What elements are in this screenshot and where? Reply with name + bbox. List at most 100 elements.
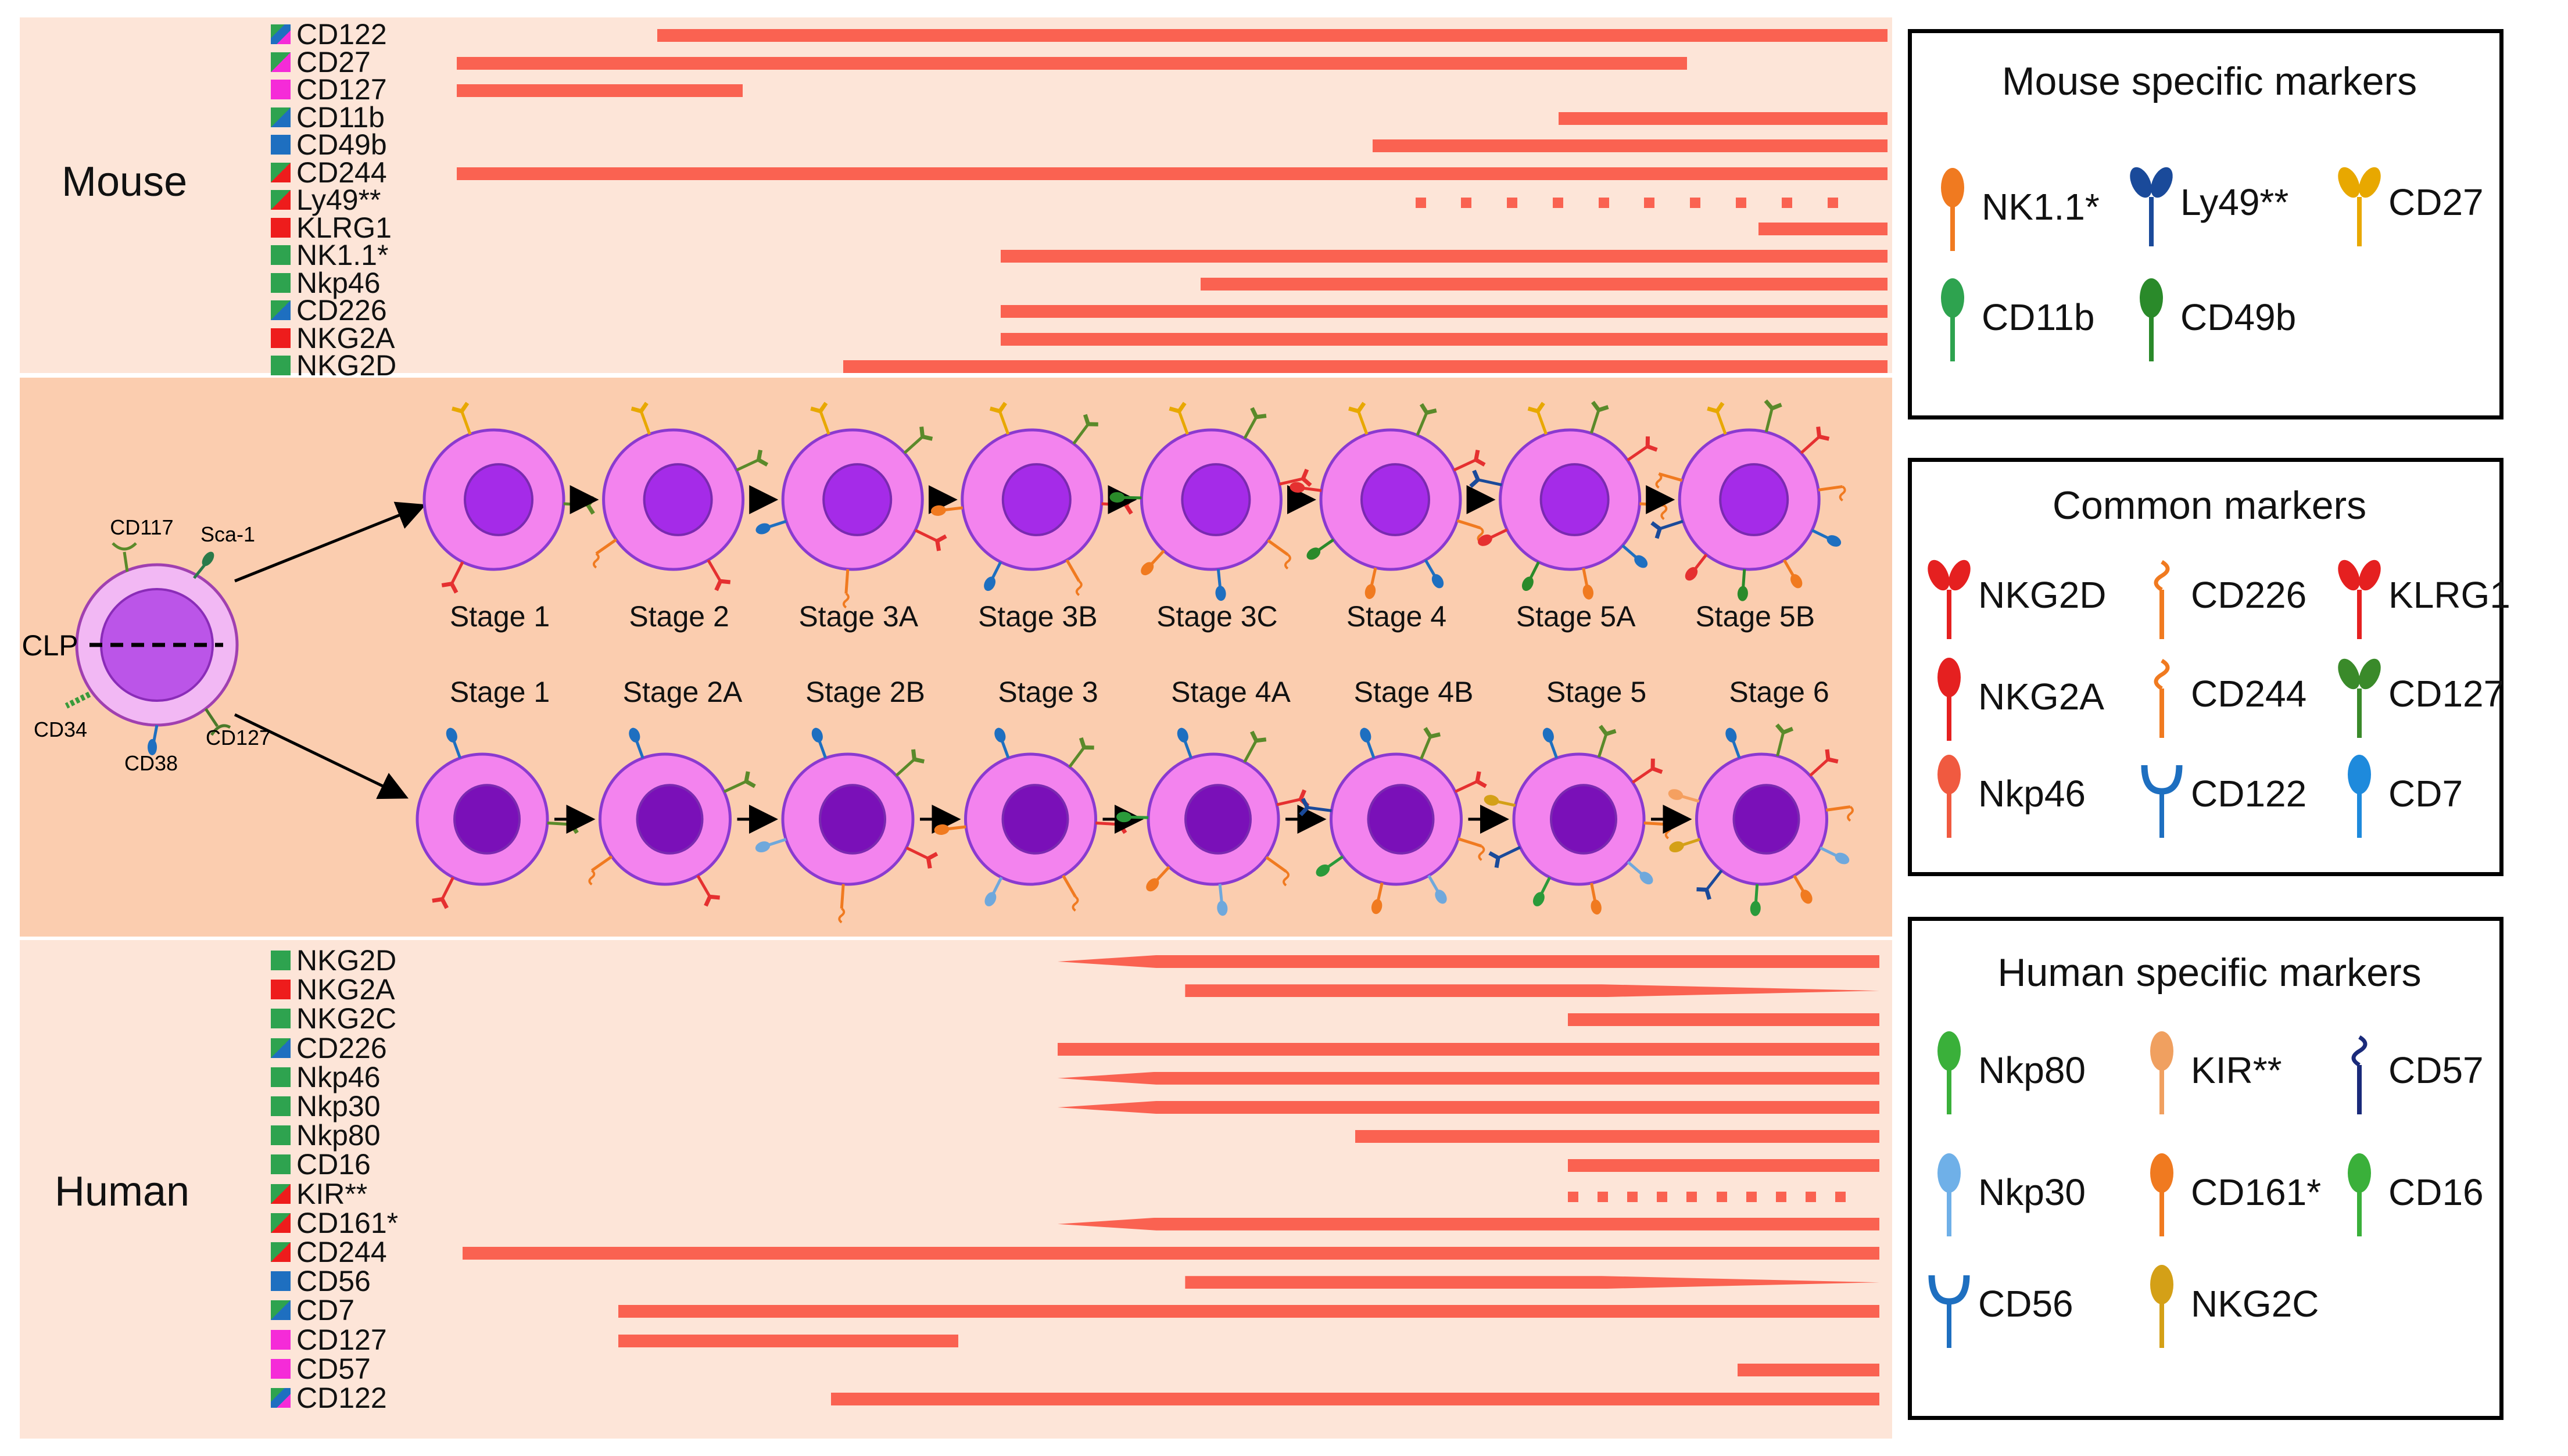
mouse-marker-color-swatch: [271, 162, 291, 182]
human-branch-arrow: [234, 713, 409, 799]
human-surface-marker-icon: [1488, 846, 1521, 868]
human-surface-marker-icon: [1793, 874, 1813, 904]
mouse-branch-arrow: [234, 501, 427, 583]
mouse-surface-marker-icon: [1416, 403, 1437, 436]
human-stage-label: Stage 6: [1729, 676, 1829, 708]
mouse-marker-color-swatch: [271, 52, 291, 72]
human-surface-marker-icon: [934, 824, 966, 835]
mouse-surface-marker-icon: [1109, 492, 1142, 503]
mouse-expression-bar: [1000, 250, 1888, 263]
nkp80-icon: [1937, 1031, 1961, 1114]
kir-icon: [2150, 1031, 2173, 1114]
human-surface-marker-icon: [1820, 846, 1850, 865]
human-marker-label: CD56: [296, 1265, 371, 1298]
cd11b-icon: [1941, 278, 1964, 361]
human-cell-row: [416, 723, 1854, 924]
mouse-surface-marker-icon: [1072, 414, 1098, 445]
human-marker-label: CD161*: [296, 1206, 399, 1239]
mouse-marker-color-swatch: [271, 217, 291, 238]
human-bar-dot: [1806, 1191, 1817, 1202]
human-surface-marker-icon: [984, 876, 1003, 906]
mouse-marker-color-swatch: [271, 272, 291, 293]
human-marker-row: CD226: [20, 1031, 1892, 1064]
human-surface-marker-icon: [696, 874, 720, 907]
human-surface-marker-icon: [629, 727, 644, 759]
mouse-nk-cell: [1469, 400, 1668, 600]
human-marker-color-swatch: [271, 1242, 291, 1262]
mouse-expression-bar: [457, 84, 743, 97]
human-surface-marker-icon: [1371, 882, 1384, 915]
human-surface-marker-icon: [1597, 725, 1617, 758]
human-marker-label: CD7: [296, 1294, 355, 1327]
human-marker-label: CD57: [296, 1352, 371, 1385]
mouse-expression-bar: [843, 360, 1888, 373]
human-marker-color-swatch: [271, 1271, 291, 1292]
human-surface-marker-icon: [1420, 727, 1441, 760]
human-marker-row: Nkp46: [20, 1063, 1892, 1092]
mouse-marker-color-swatch: [271, 107, 291, 127]
mouse-stage-label: Stage 4: [1346, 600, 1447, 633]
mouse-marker-label: CD244: [296, 156, 387, 189]
mouse-surface-marker-icon: [1621, 544, 1648, 568]
mouse-stage-label: Stage 5A: [1516, 600, 1636, 633]
human-marker-row: NKG2D: [20, 946, 1892, 975]
mouse-marker-label: KLRG1: [296, 211, 392, 244]
mouse-bar-dot: [1644, 198, 1655, 208]
human-marker-color-swatch: [271, 980, 291, 1000]
legend-label-cd27: CD27: [2388, 181, 2484, 223]
human-marker-label: CD226: [296, 1031, 387, 1064]
human-surface-marker-icon: [446, 727, 462, 759]
mouse-stage-label: Stage 1: [449, 600, 550, 633]
mouse-surface-marker-icon: [736, 449, 769, 472]
mouse-marker-label: CD27: [296, 45, 371, 78]
human-surface-marker-icon: [1542, 727, 1559, 759]
legend-label-cd11b: CD11b: [1982, 296, 2095, 338]
human-bar-dot: [1776, 1191, 1787, 1202]
mouse-marker-color-swatch: [271, 356, 291, 375]
mouse-marker-label: CD11b: [296, 101, 385, 134]
nkp46-icon: [1937, 755, 1961, 838]
legend-label-cd7: CD7: [2388, 773, 2463, 815]
mouse-surface-marker-icon: [1267, 539, 1291, 570]
human-surface-marker-icon: [1696, 869, 1723, 900]
mouse-surface-marker-icon: [1278, 468, 1312, 487]
mouse-marker-row: CD11b: [20, 101, 1892, 134]
human-marker-row: NKG2C: [20, 1004, 1892, 1033]
mouse-marker-label: Ly49**: [296, 184, 381, 216]
human-stage-label: Stage 4A: [1171, 676, 1291, 708]
human-stage-label: Stage 5: [1546, 676, 1647, 708]
clp-marker-cd117: CD117: [110, 515, 173, 539]
human-marker-color-swatch: [271, 1125, 291, 1146]
mouse-marker-label: CD226: [296, 294, 387, 327]
human-marker-color-swatch: [271, 951, 291, 970]
mouse-surface-marker-icon: [1169, 401, 1189, 435]
human-nk-cell: [1116, 727, 1310, 916]
human-expression-bar: [618, 1305, 1879, 1318]
mouse-surface-marker-icon: [452, 401, 472, 435]
human-expression-bar: [1057, 1071, 1879, 1085]
mouse-surface-marker-icon: [1639, 502, 1668, 521]
mouse-nk-cell: [1650, 399, 1846, 601]
mouse-surface-marker-icon: [707, 559, 731, 591]
clp-cd127-icon: [204, 708, 231, 736]
cd226-icon: [2154, 560, 2170, 639]
mouse-surface-marker-icon: [1582, 568, 1593, 600]
human-surface-marker-icon: [1299, 798, 1332, 816]
clp-label: CLP: [22, 629, 78, 662]
mouse-bar-dot: [1827, 198, 1838, 208]
human-surface-marker-icon: [1177, 727, 1193, 759]
clp-marker-cd38: CD38: [124, 751, 178, 775]
human-marker-row: KIR**: [20, 1179, 1892, 1208]
mouse-surface-marker-icon: [1348, 401, 1369, 435]
human-marker-color-swatch: [271, 1213, 291, 1233]
human-marker-row: CD122: [20, 1383, 1892, 1412]
human-surface-marker-icon: [1631, 758, 1663, 784]
mouse-marker-label: NK1.1*: [296, 239, 389, 271]
legend-label-ly49: Ly49**: [2180, 181, 2289, 223]
human-nk-cell: [755, 727, 939, 924]
mouse-marker-label: CD127: [296, 73, 387, 106]
human-marker-label: CD16: [296, 1148, 371, 1181]
mouse-marker-color-swatch: [271, 80, 291, 99]
